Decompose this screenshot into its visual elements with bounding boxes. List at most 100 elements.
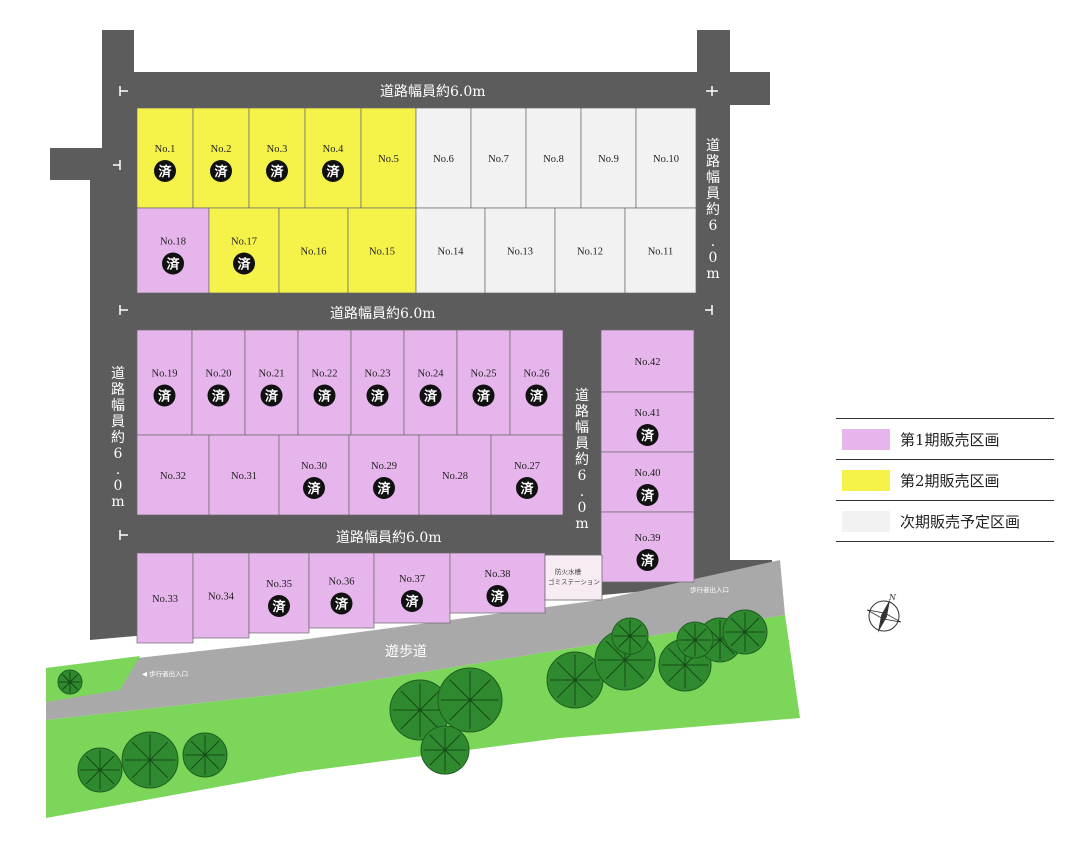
sold-badge [516, 477, 538, 499]
legend-item-phase1: 第1期販売区画 [836, 418, 1054, 459]
legend-item-phase2: 第2期販売区画 [836, 459, 1054, 500]
lot-shape [470, 107, 527, 209]
lot-16[interactable]: No.16 [278, 207, 349, 294]
legend-label: 次期販売予定区画 [900, 512, 1021, 531]
lot-36[interactable]: No.36済 [308, 552, 375, 629]
sold-mark: 済 [641, 428, 655, 444]
lot-3[interactable]: No.3済 [248, 107, 306, 209]
lot-12[interactable]: No.12 [554, 207, 626, 294]
lot-1[interactable]: No.1済 [136, 107, 194, 209]
lot-17[interactable]: No.17済 [208, 207, 280, 294]
sold-mark: 済 [377, 481, 391, 497]
lot-30[interactable]: No.30済 [278, 434, 350, 516]
sold-mark: 済 [477, 389, 491, 405]
sold-mark: 済 [272, 599, 286, 615]
tree-icon [57, 669, 83, 695]
lot-35[interactable]: No.35済 [248, 552, 310, 634]
sold-mark: 済 [158, 164, 172, 180]
fire-tank-label: 防火水槽 [555, 567, 582, 576]
lot-number: No.4 [323, 144, 344, 155]
lot-number: No.38 [485, 569, 511, 580]
sold-mark: 済 [335, 597, 349, 613]
lot-number: No.12 [577, 247, 603, 258]
legend-item-next: 次期販売予定区画 [836, 500, 1054, 542]
lot-number: No.14 [438, 247, 465, 258]
lot-22[interactable]: No.22済 [297, 329, 352, 436]
sold-badge [313, 384, 336, 407]
lot-38[interactable]: No.38済 [449, 552, 546, 614]
lot-9[interactable]: No.9 [580, 107, 637, 209]
lot-42[interactable]: No.42 [600, 329, 695, 393]
lot-shape [347, 207, 417, 294]
lot-10[interactable]: No.10 [635, 107, 697, 209]
sold-badge [322, 160, 344, 182]
lot-39[interactable]: No.39済 [600, 511, 695, 583]
lot-21[interactable]: No.21済 [244, 329, 299, 436]
trees [57, 609, 768, 793]
lot-18[interactable]: No.18済 [136, 207, 210, 294]
lot-20[interactable]: No.20済 [191, 329, 246, 436]
lot-shape [418, 434, 492, 516]
sold-mark: 済 [166, 257, 180, 273]
lot-23[interactable]: No.23済 [350, 329, 405, 436]
sold-badge [636, 424, 659, 446]
lot-2[interactable]: No.2済 [192, 107, 250, 209]
sold-badge [525, 384, 548, 407]
lot-28[interactable]: No.28 [418, 434, 492, 516]
lot-number: No.24 [418, 369, 445, 380]
sold-mark: 済 [270, 164, 284, 180]
lot-number: No.7 [488, 154, 509, 165]
lot-number: No.10 [653, 154, 679, 165]
lot-40[interactable]: No.40済 [600, 451, 695, 513]
lot-32[interactable]: No.32 [136, 434, 210, 516]
sold-mark: 済 [641, 553, 655, 569]
lot-25[interactable]: No.25済 [456, 329, 511, 436]
sold-mark: 済 [237, 257, 251, 273]
lot-13[interactable]: No.13 [484, 207, 556, 294]
lot-33[interactable]: No.33 [136, 552, 194, 644]
lot-shape [373, 552, 451, 624]
sold-badge [260, 384, 283, 407]
lot-41[interactable]: No.41済 [600, 391, 695, 453]
lot-number: No.37 [399, 574, 425, 585]
lot-shape [136, 434, 210, 516]
lot-shape [456, 329, 511, 436]
lot-7[interactable]: No.7 [470, 107, 527, 209]
lot-24[interactable]: No.24済 [403, 329, 458, 436]
lot-number: No.5 [378, 154, 399, 165]
lot-8[interactable]: No.8 [525, 107, 582, 209]
lot-19[interactable]: No.19済 [136, 329, 193, 436]
sold-badge [373, 477, 395, 499]
garbage-station-label: ゴミステーション [548, 577, 600, 586]
sold-badge [207, 384, 230, 407]
lot-27[interactable]: No.27済 [490, 434, 564, 516]
road-label-top: 道路幅員約6.0m [380, 84, 486, 100]
lot-shape [248, 107, 306, 209]
lot-15[interactable]: No.15 [347, 207, 417, 294]
lot-31[interactable]: No.31 [208, 434, 280, 516]
sold-badge [268, 595, 290, 617]
lot-shape [403, 329, 458, 436]
lot-shape [554, 207, 626, 294]
lot-26[interactable]: No.26済 [509, 329, 564, 436]
lot-5[interactable]: No.5 [360, 107, 417, 209]
lot-shape [525, 107, 582, 209]
sold-mark: 済 [641, 488, 655, 504]
sold-badge [153, 384, 176, 407]
lot-34[interactable]: No.34 [192, 552, 250, 639]
lot-6[interactable]: No.6 [415, 107, 472, 209]
sold-mark: 済 [405, 594, 419, 610]
lot-4[interactable]: No.4済 [304, 107, 362, 209]
lot-shape [136, 207, 210, 294]
lot-11[interactable]: No.11 [624, 207, 697, 294]
lot-number: No.2 [211, 144, 232, 155]
lot-37[interactable]: No.37 済 [373, 552, 451, 624]
lot-29[interactable]: No.29済 [348, 434, 420, 516]
lot-14[interactable]: No.14 [415, 207, 486, 294]
sold-mark: 済 [530, 389, 544, 405]
sold-badge [636, 484, 659, 506]
lot-number: No.23 [365, 369, 391, 380]
lot-shape [490, 434, 564, 516]
